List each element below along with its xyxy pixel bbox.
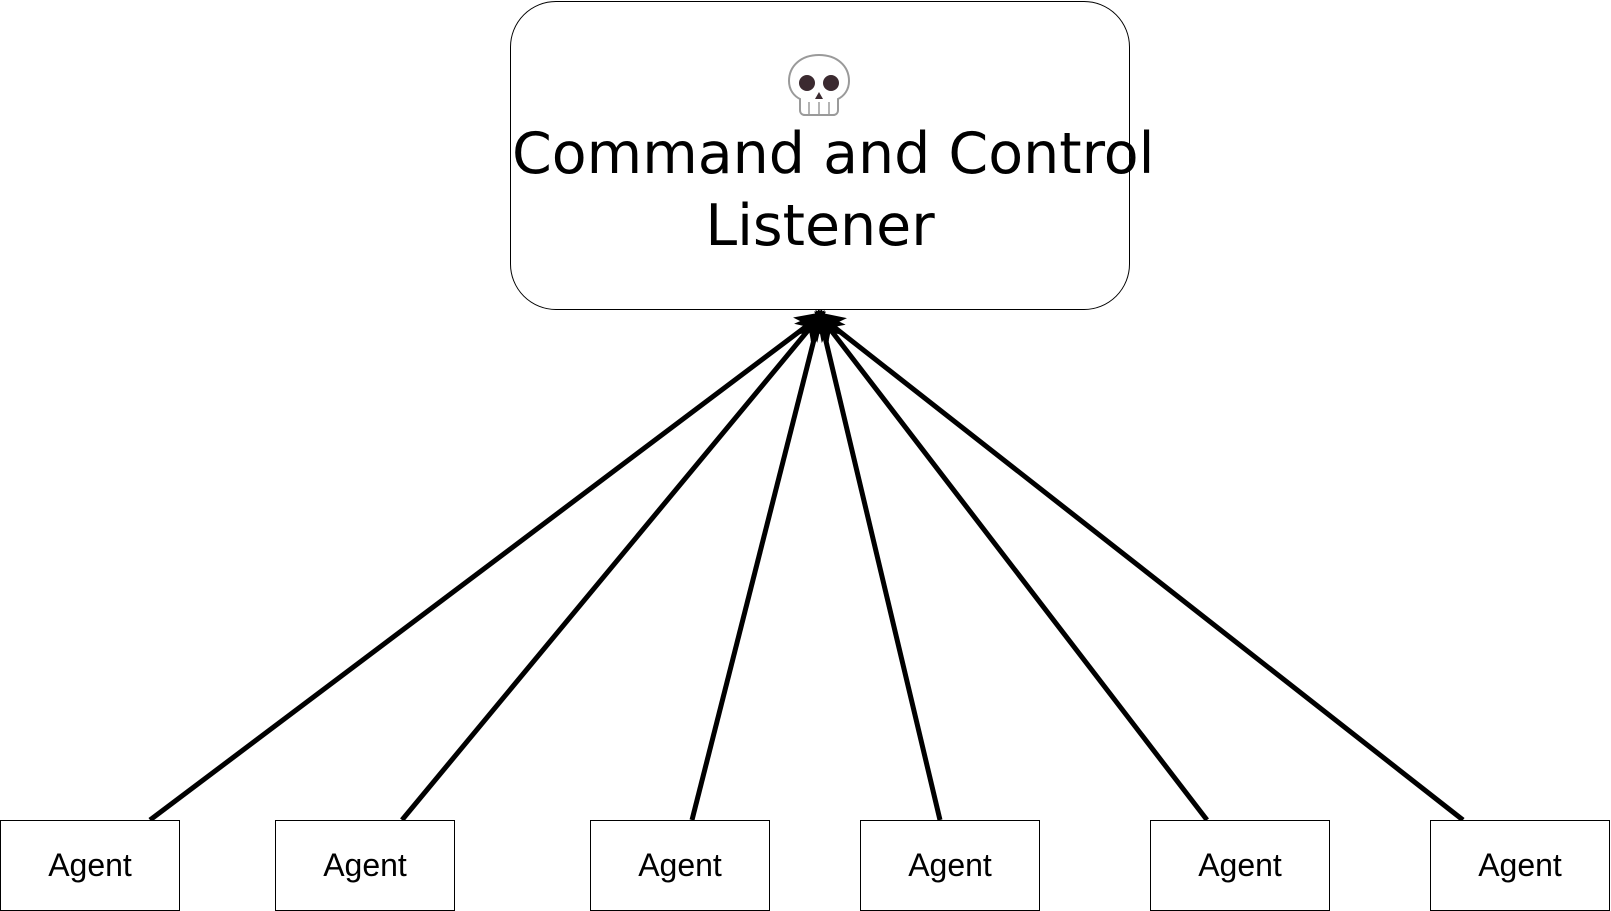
- agent-to-listener-arrow: [810, 308, 943, 821]
- agent-to-listener-arrow: [400, 310, 825, 822]
- agent-to-listener-arrow: [815, 310, 1209, 822]
- agent-node[interactable]: Agent: [590, 820, 770, 911]
- listener-node[interactable]: [510, 1, 1130, 310]
- agent-to-listener-arrow: [814, 311, 1465, 822]
- agent-node[interactable]: Agent: [860, 820, 1040, 911]
- skull-icon: [787, 53, 851, 116]
- agent-node[interactable]: Agent: [1430, 820, 1610, 911]
- listener-title-line1: Command and Control: [512, 121, 1155, 187]
- agent-node[interactable]: Agent: [1150, 820, 1330, 911]
- agent-to-listener-arrow: [689, 308, 829, 821]
- listener-title: Command and Control Listener: [512, 118, 1155, 262]
- agent-node[interactable]: Agent: [275, 820, 455, 911]
- agent-node[interactable]: Agent: [0, 820, 180, 911]
- listener-title-line2: Listener: [705, 193, 935, 259]
- agent-to-listener-arrow: [148, 311, 826, 822]
